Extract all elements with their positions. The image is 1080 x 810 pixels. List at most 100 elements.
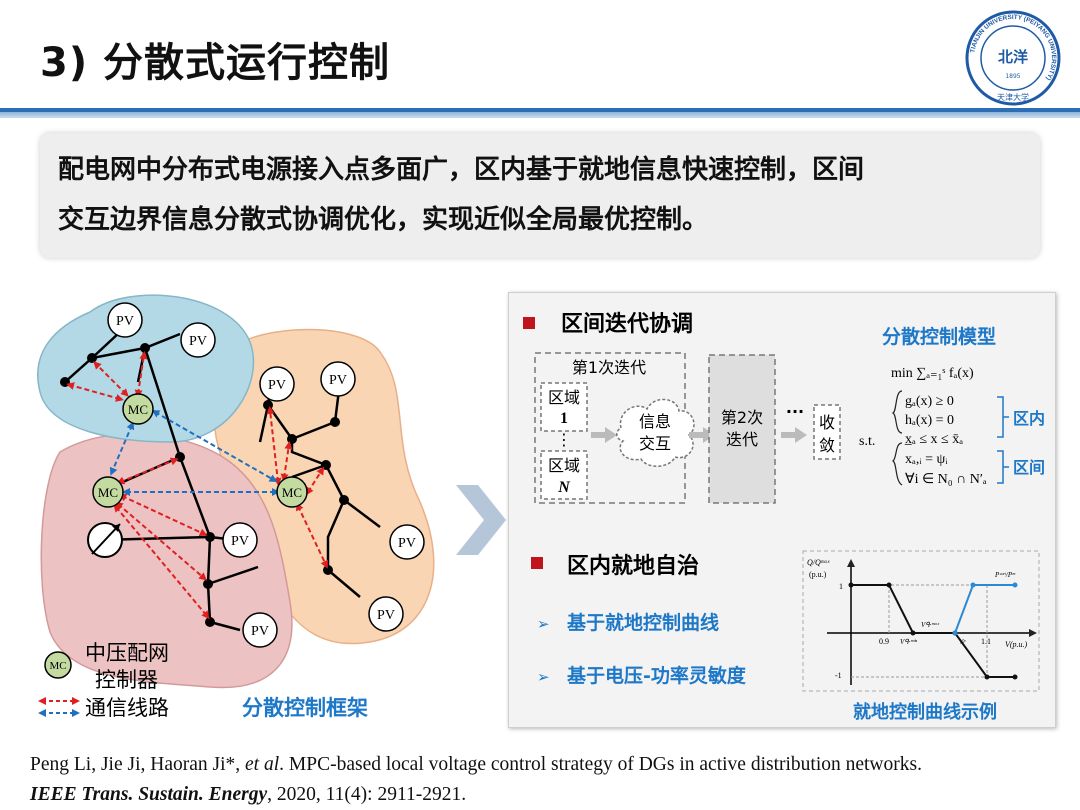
- curve-v-qmax: Vᑫ·ᵐᵃˣ: [921, 621, 940, 629]
- curve-caption: 就地控制曲线示例: [853, 701, 997, 723]
- converge-char2: 敛: [819, 436, 835, 455]
- region1-number: 1: [560, 410, 568, 427]
- iteration2-box: [708, 354, 776, 504]
- legend-mc-line2: 控制器: [95, 668, 158, 692]
- constraint-coupling: xₐ,ᵢ = ψᵢ: [905, 452, 948, 467]
- bullet-arrow-icon: ➢: [537, 668, 550, 686]
- local-control-curve-chart: Q/Qᵐᵃˣ (p.u.) V(p.u.) 1 -1 0.9 1.1 Vᑫ·ᵐⁱ…: [807, 558, 1037, 685]
- section1-bullet: [523, 317, 535, 329]
- converge-char1: 收: [819, 413, 835, 432]
- iteration2-line1: 第2次: [721, 408, 763, 427]
- intra-brace: [997, 396, 1009, 438]
- logo-year: 1895: [1005, 73, 1020, 80]
- regionN-letter: N: [557, 479, 571, 496]
- svg-text:MC: MC: [282, 485, 302, 500]
- curve-y-tick-neg: -1: [835, 671, 842, 680]
- svg-text:MC: MC: [98, 485, 118, 500]
- region1-box: [540, 382, 588, 432]
- legend-mc-symbol: MC: [44, 651, 72, 679]
- inter-label: 区间: [1013, 458, 1045, 477]
- mc-node: MC: [276, 476, 308, 508]
- distributed-control-framework-diagram: MC MC MC PV PV PV PV PV PV PV PV MC 中压配网…: [37, 294, 435, 720]
- bullet-arrow-icon: ➢: [537, 615, 550, 633]
- constraint-brace: [891, 390, 903, 434]
- control-panel: 区间迭代协调 第1次迭代 区域 1 ⋮ 区域 N 信息 交互 第2次 迭代 ··…: [508, 292, 1056, 728]
- curve-y-axis-label: Q/Qᵐᵃˣ: [807, 558, 830, 567]
- legend: MC 中压配网 控制器 通信线路: [38, 641, 169, 720]
- mc-node: MC: [92, 476, 124, 508]
- region1-label: 区域: [548, 388, 580, 407]
- pv-node: PV: [320, 361, 356, 397]
- constraint-equality: hₐ(x) = 0: [905, 413, 954, 428]
- pv-node: PV: [222, 522, 258, 558]
- iteration1-label: 第1次迭代: [572, 358, 646, 377]
- constraint-bounds: x̲ₐ ≤ x ≤ x̄ₐ: [904, 432, 963, 447]
- legend-comm-label: 通信线路: [85, 696, 169, 720]
- svg-text:PV: PV: [231, 534, 249, 549]
- constraint-boundary-set: ∀i ∈ N₀ ∩ N′ₐ: [905, 472, 987, 487]
- intro-box: 配电网中分布式电源接入点多面广，区内基于就地信息快速控制，区间 交互边界信息分散…: [40, 133, 1040, 258]
- reference-etal: et al: [245, 754, 280, 775]
- svg-text:PV: PV: [377, 608, 395, 623]
- mc-node: MC: [122, 393, 154, 425]
- section2-bullet: [531, 557, 543, 569]
- logo-chinese-name: 天津大学: [997, 92, 1029, 102]
- svg-text:PV: PV: [116, 314, 134, 329]
- info-exchange-line2: 交互: [639, 434, 671, 453]
- curve-p-label: Pᶜᵘʳᵗ/Pᵐ: [994, 571, 1016, 579]
- framework-caption: 分散控制框架: [242, 696, 368, 720]
- curve-y-tick-pos: 1: [839, 582, 843, 591]
- intro-line-1: 配电网中分布式电源接入点多面广，区内基于就地信息快速控制，区间: [58, 155, 865, 185]
- intro-line-2: 交互边界信息分散式协调优化，实现近似全局最优控制。: [58, 205, 709, 235]
- bullet1-text: 基于就地控制曲线: [566, 611, 719, 634]
- q-v-curve: [851, 584, 1015, 678]
- svg-text:MC: MC: [128, 402, 148, 417]
- converge-box: [813, 404, 841, 460]
- regionN-box: [540, 450, 588, 500]
- slide-title: 3) 分散式运行控制: [40, 40, 391, 86]
- reference-details: , 2020, 11(4): 2911-2921.: [267, 784, 467, 805]
- curve-x-tick-0.9: 0.9: [879, 637, 889, 646]
- iteration2-line2: 迭代: [726, 430, 758, 449]
- inter-brace: [997, 450, 1009, 484]
- curve-v-qmin: Vᑫ·ᵐⁱⁿ: [900, 638, 918, 646]
- svg-text:PV: PV: [189, 334, 207, 349]
- reference-authors: Peng Li, Jie Ji, Haoran Ji*,: [30, 754, 246, 775]
- chevron-right-icon: [456, 485, 506, 555]
- ellipsis: ···: [786, 402, 804, 421]
- constraint-brace: [891, 442, 903, 486]
- info-exchange-line1: 信息: [639, 412, 671, 431]
- reference-journal: IEEE Trans. Sustain. Energy: [30, 784, 268, 805]
- legend-mc-line1: 中压配网: [85, 641, 169, 665]
- pv-node: PV: [259, 366, 295, 402]
- intra-label: 区内: [1013, 409, 1045, 428]
- pv-node: PV: [242, 612, 278, 648]
- svg-text:PV: PV: [251, 624, 269, 639]
- bullet2-text: 基于电压-功率灵敏度: [566, 664, 747, 687]
- regionN-label: 区域: [548, 456, 580, 475]
- curve-y-unit: (p.u.): [809, 570, 827, 579]
- curve-x-tick-1.1: 1.1: [981, 637, 991, 646]
- constraint-inequality: gₐ(x) ≥ 0: [905, 394, 954, 409]
- pv-node: PV: [368, 596, 404, 632]
- svg-text:PV: PV: [268, 378, 286, 393]
- objective-function: min ∑ₐ₌₁ˢ fₐ(x): [891, 366, 974, 381]
- blue-comm-links: [109, 410, 280, 496]
- pv-node: PV: [389, 524, 425, 560]
- pv-node: PV: [107, 302, 143, 338]
- curve-box: [802, 550, 1040, 692]
- subject-to-label: s.t.: [859, 434, 875, 449]
- region-vdots: ⋮: [556, 430, 572, 449]
- curve-x-axis-label: V(p.u.): [1005, 640, 1028, 649]
- svg-text:PV: PV: [329, 373, 347, 388]
- panel-graphics: 区间迭代协调 第1次迭代 区域 1 ⋮ 区域 N 信息 交互 第2次 迭代 ··…: [523, 312, 1045, 723]
- reference-title: . MPC-based local voltage control strate…: [279, 754, 922, 775]
- svg-text:MC: MC: [49, 660, 66, 672]
- reference-citation: Peng Li, Jie Ji, Haoran Ji*, et al. MPC-…: [30, 750, 1070, 810]
- section2-title: 区内就地自治: [567, 553, 699, 579]
- title-underline: [0, 108, 1080, 118]
- logo-center-text: 北洋: [998, 48, 1028, 66]
- model-title: 分散控制模型: [882, 325, 996, 348]
- generator-icon: [87, 522, 123, 558]
- info-exchange-cloud: [616, 398, 695, 467]
